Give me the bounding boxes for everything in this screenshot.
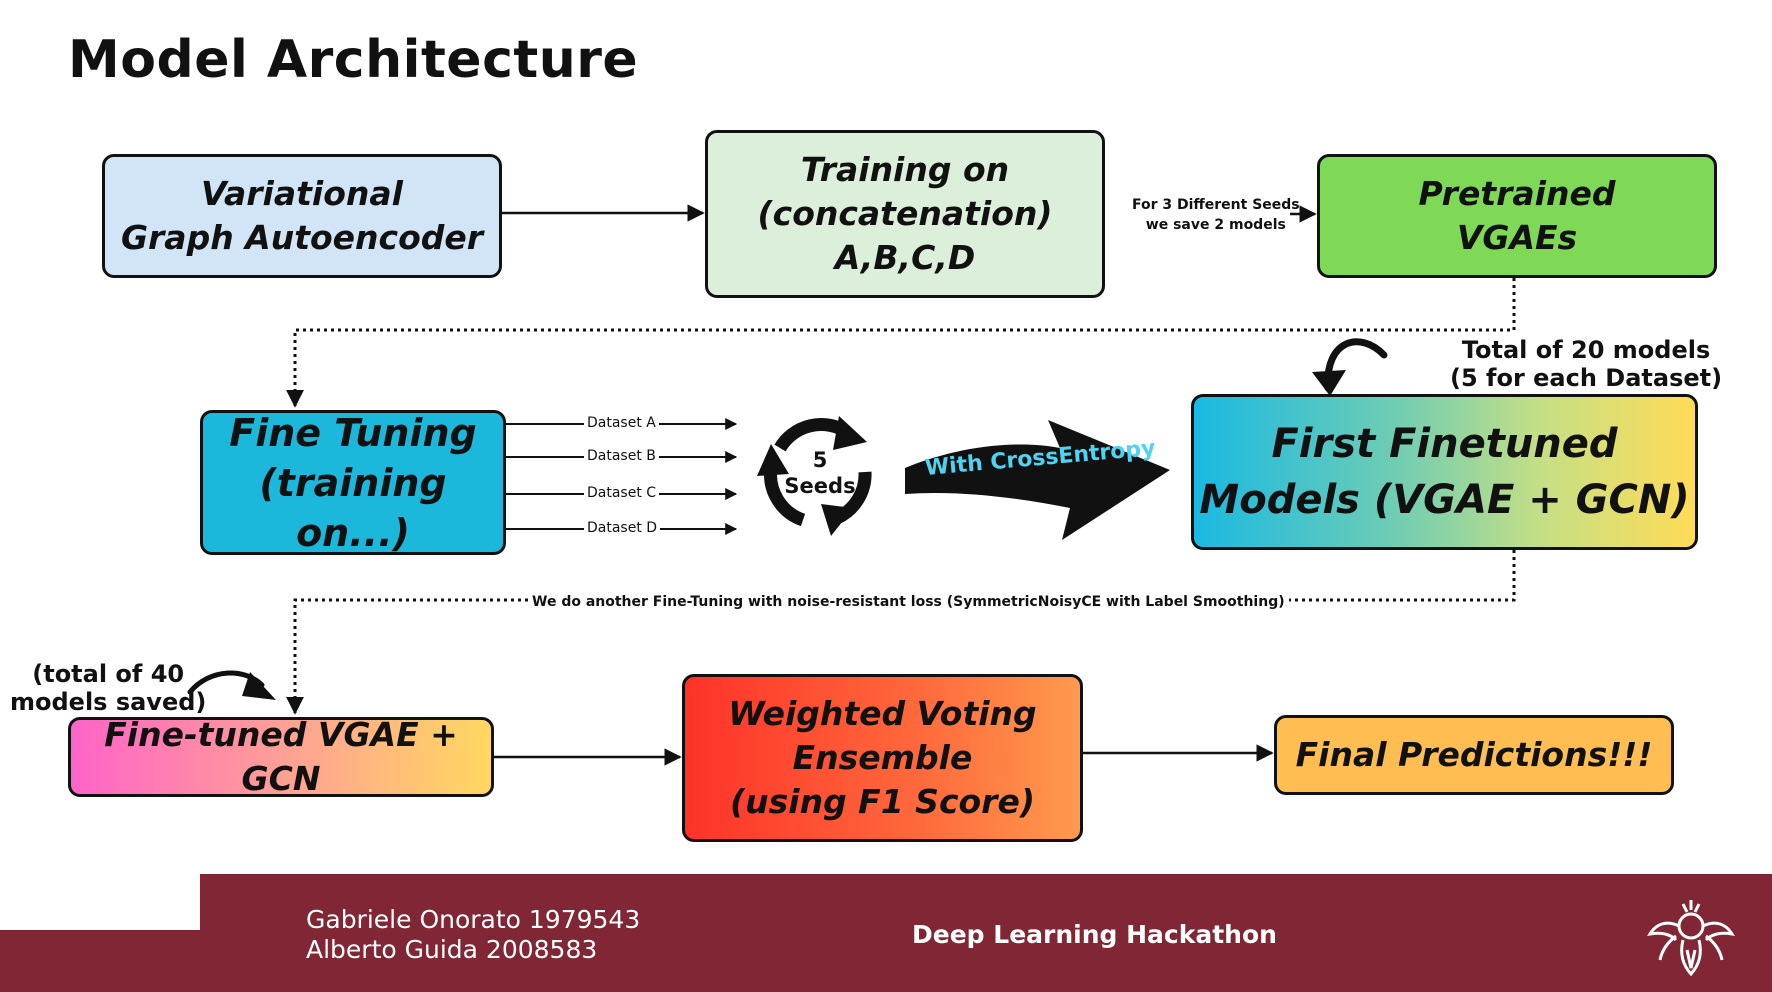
noise-note: We do another Fine-Tuning with noise-res… xyxy=(528,592,1289,612)
weighted-voting-line-3: (using F1 Score) xyxy=(730,782,1035,821)
author-2: Alberto Guida 2008583 xyxy=(306,935,598,964)
seeds-note-line-1: For 3 Different Seeds xyxy=(1132,197,1300,213)
seeds-note-line-2: we save 2 models xyxy=(1145,217,1286,233)
curved-arrow-head-total-40 xyxy=(242,672,276,700)
seeds-word: Seeds xyxy=(784,474,856,498)
vgae-box: Variational Graph Autoencoder xyxy=(102,154,502,278)
university-logo-icon xyxy=(1647,900,1735,977)
finetuned-vgae-gcn-label: Fine-tuned VGAE + GCN xyxy=(104,715,458,798)
fine-tuning-line-1: Fine Tuning xyxy=(229,410,477,455)
fine-tuning-line-2: (training on...) xyxy=(259,460,447,555)
total-40-note: (total of 40 models saved) xyxy=(10,660,206,716)
weighted-voting-line-1: Weighted Voting xyxy=(728,694,1037,733)
seeds-label: 5 Seeds xyxy=(755,447,885,499)
dataset-d-label: Dataset D xyxy=(584,520,661,536)
pretrained-box: Pretrained VGAEs xyxy=(1317,154,1717,278)
curved-arrow-head-total-20 xyxy=(1312,370,1346,396)
training-line-3: A,B,C,D xyxy=(834,238,976,277)
vgae-line-2: Graph Autoencoder xyxy=(120,218,484,257)
dataset-c-label: Dataset C xyxy=(584,485,660,501)
crossentropy-brush-arrow xyxy=(905,420,1170,540)
training-line-2: (concatenation) xyxy=(757,194,1053,233)
fine-tuning-box: Fine Tuning (training on...) xyxy=(200,410,506,555)
first-finetuned-line-1: First Finetuned xyxy=(1271,421,1618,467)
finetuned-vgae-gcn-box: Fine-tuned VGAE + GCN xyxy=(68,715,494,798)
seeds-count: 5 xyxy=(812,448,828,472)
pretrained-line-1: Pretrained xyxy=(1418,174,1616,213)
pretrained-line-2: VGAEs xyxy=(1456,218,1578,257)
final-predictions-box: Final Predictions!!! xyxy=(1274,715,1674,795)
dotted-pretrained-to-finetuning xyxy=(286,278,1516,408)
author-1: Gabriele Onorato 1979543 xyxy=(306,905,641,934)
final-predictions-label: Final Predictions!!! xyxy=(1295,735,1653,774)
training-box: Training on (concatenation) A,B,C,D xyxy=(705,130,1105,298)
dataset-b-label: Dataset B xyxy=(584,448,659,464)
training-line-1: Training on xyxy=(800,150,1010,189)
authors: Gabriele Onorato 1979543 Alberto Guida 2… xyxy=(306,905,640,965)
first-finetuned-box: First Finetuned Models (VGAE + GCN) xyxy=(1191,394,1698,550)
total-20-note: Total of 20 models (5 for each Dataset) xyxy=(1450,336,1722,392)
weighted-voting-line-2: Ensemble xyxy=(792,738,973,777)
page-title: Model Architecture xyxy=(68,30,639,90)
total-40-line-2: models saved) xyxy=(10,688,207,716)
first-finetuned-line-2: Models (VGAE + GCN) xyxy=(1199,477,1690,523)
footer-bar xyxy=(0,874,1772,992)
total-20-line-1: Total of 20 models xyxy=(1461,336,1711,364)
total-40-line-1: (total of 40 xyxy=(32,660,185,688)
cycle-icon xyxy=(757,416,872,536)
footer-notch xyxy=(0,874,200,930)
seeds-note: For 3 Different Seeds we save 2 models xyxy=(1132,195,1300,235)
dataset-a-label: Dataset A xyxy=(584,415,659,431)
vgae-line-1: Variational xyxy=(201,174,403,213)
event-name: Deep Learning Hackathon xyxy=(912,920,1277,949)
total-20-line-2: (5 for each Dataset) xyxy=(1450,364,1723,392)
weighted-voting-box: Weighted Voting Ensemble (using F1 Score… xyxy=(682,674,1083,842)
